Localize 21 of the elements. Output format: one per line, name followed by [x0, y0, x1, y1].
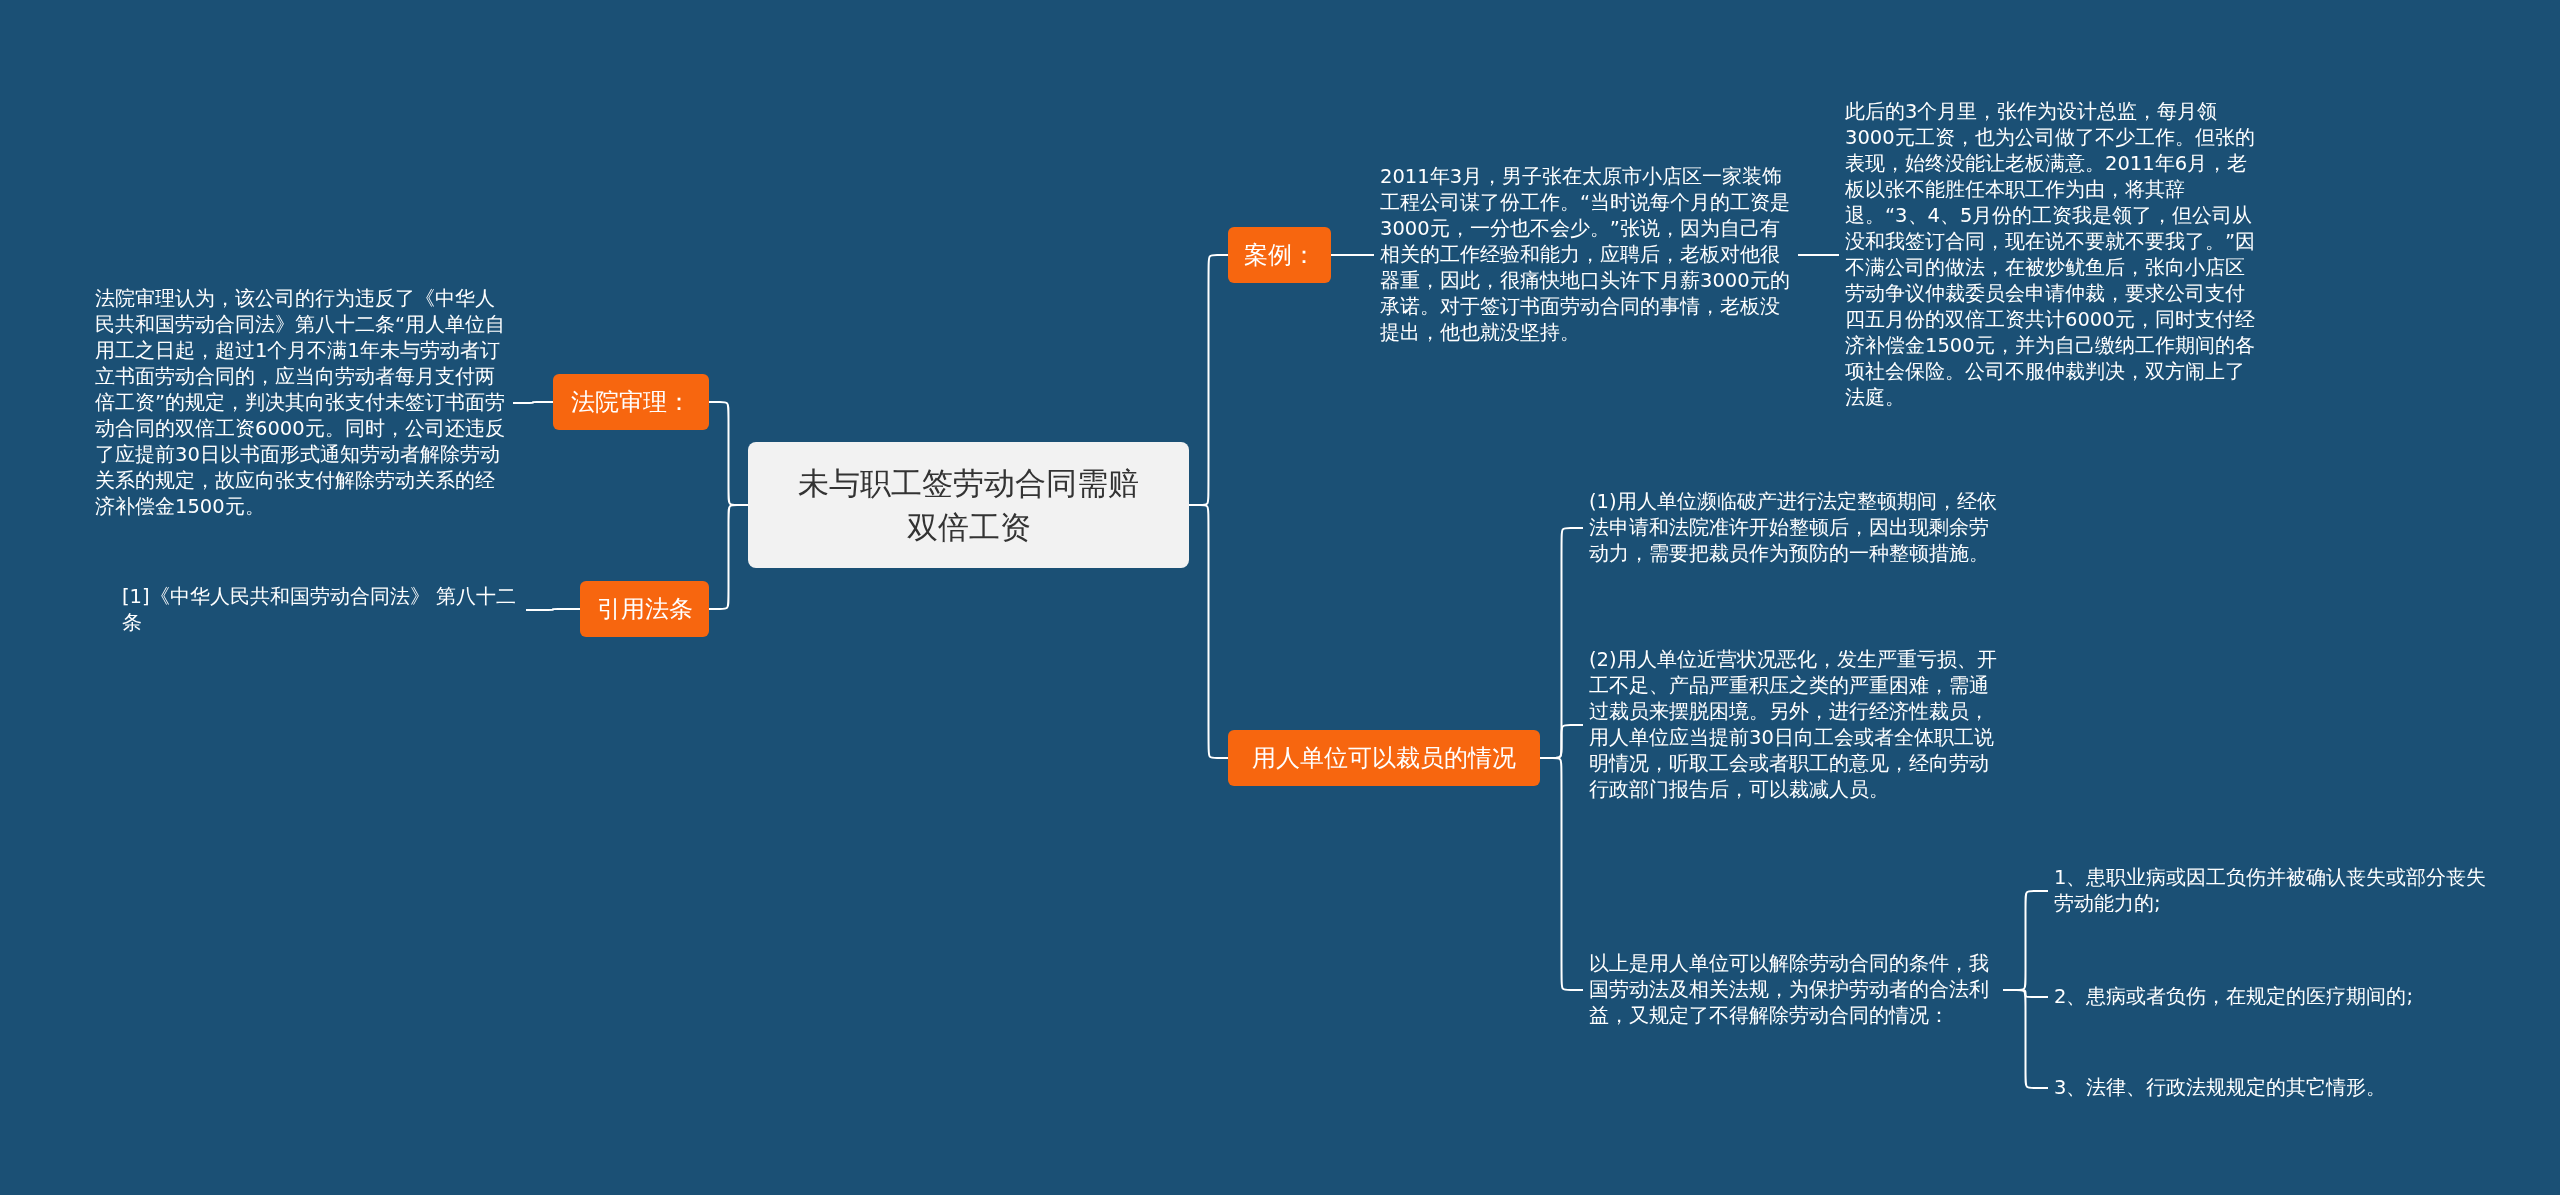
connector-line [708, 504, 749, 610]
connector-line [525, 608, 581, 611]
connector-line [1330, 254, 1375, 256]
note-text: (2)用人单位近营状况恶化，发生严重亏损、开工不足、产品严重积压之类的严重困难，需通过裁员来摆脱困境。另外，进行经济性裁员，用人单位应当提前30日向工会或者全体职工说明情况，听取工会或者职工的意见，经向劳动行政部门报告后，可以裁减人员。 [1583, 647, 2007, 803]
note-text: 1、患职业病或因工负伤并被确认丧失或部分丧失劳动能力的; [2048, 865, 2510, 917]
note-text: 2011年3月，男子张在太原市小店区一家装饰工程公司谋了份工作。“当时说每个月的工资是3000元，一分也不会少。”张说，因为自己有相关的工作经验和能力，应聘后，老板对他很器重，因此，很痛快地口头许下月薪3000元的承诺。对于签订书面劳动合同的事情，老板没提出，他也就没坚持。 [1374, 164, 1798, 346]
note-text: 此后的3个月里，张作为设计总监，每月领3000元工资，也为公司做了不少工作。但张的表现，始终没能让老板满意。2011年6月，老板以张不能胜任本职工作为由，将其辞退。“3、4、5月份的工资我是领了，但公司从没和我签订合同，现在说不要就不要我了。”因不满公司的做法，在被炒鱿鱼后，张向小店区劳动争议仲裁委员会申请仲裁，要求公司支付四五月份的双倍工资共计6000元，同时支付经济补偿金1500元，并为自己缴纳工作期间的各项社会保险。公司不服仲裁判决，双方闹上了法庭。 [1839, 99, 2265, 411]
central-topic: 未与职工签劳动合同需赔双倍工资 [748, 442, 1189, 568]
topic-node: 案例： [1228, 227, 1331, 283]
connector-line [1797, 254, 1840, 256]
note-text: 法院审理认为，该公司的行为违反了《中华人民共和国劳动合同法》第八十二条“用人单位自用工之日起，超过1个月不满1年未与劳动者订立书面劳动合同的，应当向劳动者每月支付两倍工资”的规定，判决其向张支付未签订书面劳动合同的双倍工资6000元。同时，公司还违反了应提前30日以书面形式通知劳动者解除劳动关系的规定，故应向张支付解除劳动关系的经济补偿金1500元。 [89, 286, 513, 520]
topic-node: 引用法条 [580, 581, 709, 637]
note-text: 2、患病或者负伤，在规定的医疗期间的; [2048, 984, 2448, 1010]
connector-line [1188, 504, 1229, 759]
note-text: (1)用人单位濒临破产进行法定整顿期间，经依法申请和法院准许开始整顿后，因出现剩余劳动力，需要把裁员作为预防的一种整顿措施。 [1583, 489, 2003, 567]
topic-node: 用人单位可以裁员的情况 [1228, 730, 1540, 786]
note-text: 以上是用人单位可以解除劳动合同的条件，我国劳动法及相关法规，为保护劳动者的合法利益，又规定了不得解除劳动合同的情况： [1583, 951, 2003, 1029]
connector-line [512, 401, 554, 404]
note-text: [1]《中华人民共和国劳动合同法》 第八十二条 [116, 584, 526, 636]
note-text: 3、法律、行政法规规定的其它情形。 [2048, 1075, 2428, 1101]
topic-node: 法院审理： [553, 374, 709, 430]
